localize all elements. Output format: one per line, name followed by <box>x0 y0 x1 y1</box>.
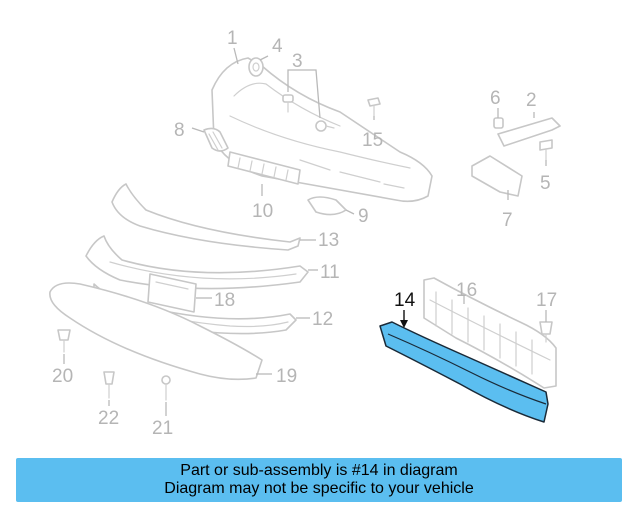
callout-18: 18 <box>214 290 235 311</box>
callout-5: 5 <box>540 173 551 194</box>
upper-strip <box>111 183 301 251</box>
banner-line-2: Diagram may not be specific to your vehi… <box>164 480 474 497</box>
callout-17: 17 <box>536 290 557 311</box>
push-clip-17 <box>539 321 553 343</box>
lower-valance <box>85 235 309 290</box>
impact-bar-highlighted <box>379 321 549 423</box>
lower-grille <box>227 151 301 185</box>
fastener-21 <box>161 375 171 401</box>
mounting-bracket <box>471 155 523 197</box>
callout-11: 11 <box>320 262 340 283</box>
callout-10: 10 <box>252 201 273 222</box>
callout-9: 9 <box>358 206 369 227</box>
fastener-clip-3 <box>282 94 294 113</box>
side-bracket <box>497 117 561 147</box>
fog-lamp-grille <box>307 196 347 216</box>
info-banner: Part or sub-assembly is #14 in diagram D… <box>16 458 622 502</box>
callout-3: 3 <box>292 51 303 72</box>
fastener-15 <box>367 97 381 117</box>
energy-absorber <box>423 277 557 389</box>
callout-15: 15 <box>362 130 383 151</box>
callout-8: 8 <box>174 120 185 141</box>
fastener-6 <box>493 117 504 129</box>
grommet-4 <box>248 57 264 77</box>
callout-16: 16 <box>456 280 477 301</box>
fastener-push-pin-3 <box>315 120 335 132</box>
callout-22: 22 <box>98 408 119 429</box>
lower-deflector <box>49 282 263 381</box>
callout-19: 19 <box>276 366 297 387</box>
banner-line-1: Part or sub-assembly is #14 in diagram <box>180 462 458 479</box>
callout-4: 4 <box>272 36 283 57</box>
fastener-20 <box>57 329 71 353</box>
fastener-5 <box>539 139 553 161</box>
callout-2: 2 <box>526 90 537 111</box>
callout-6: 6 <box>490 88 501 109</box>
callout-13: 13 <box>318 230 339 251</box>
side-grille <box>203 127 229 152</box>
callout-21: 21 <box>152 418 173 439</box>
fastener-22 <box>103 371 115 399</box>
callout-12: 12 <box>312 309 333 330</box>
callout-1: 1 <box>227 28 238 49</box>
leader-lines <box>63 47 547 416</box>
callout-7: 7 <box>502 210 513 231</box>
callout-14: 14 <box>394 290 416 311</box>
license-plate-bracket <box>147 273 197 313</box>
callout-20: 20 <box>52 366 73 387</box>
